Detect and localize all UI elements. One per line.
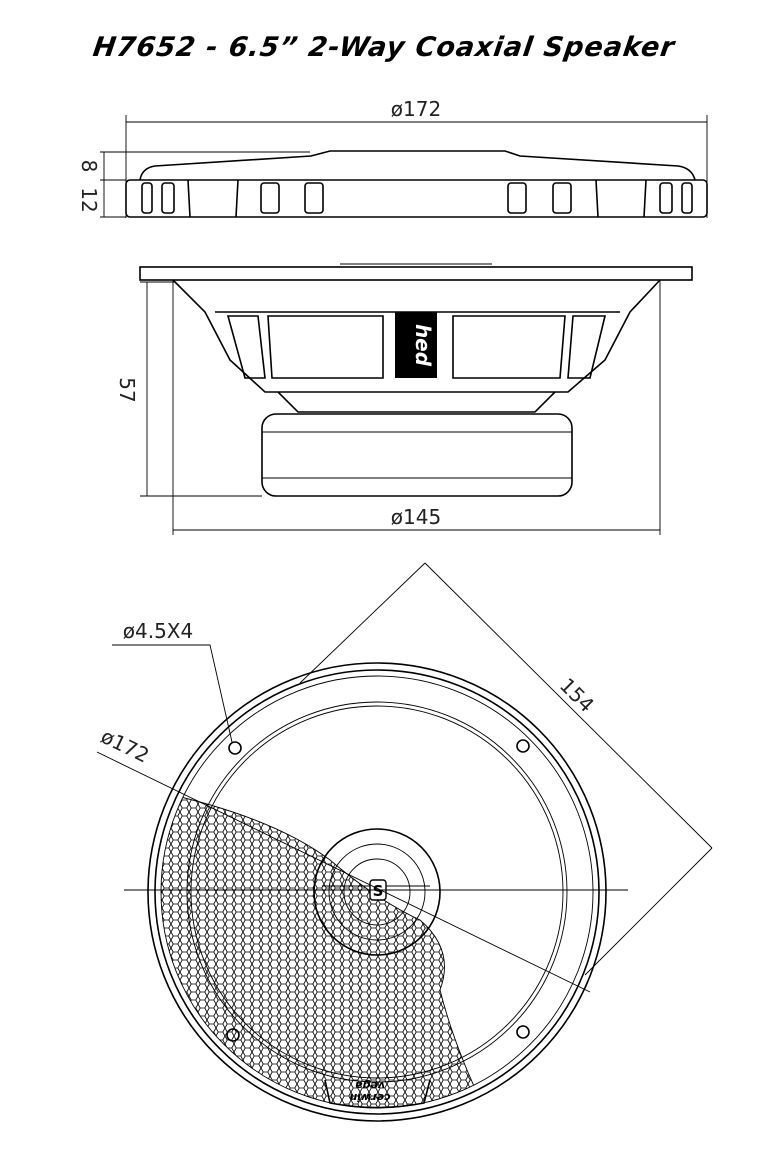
svg-text:S: S (373, 882, 384, 900)
hed-badge (395, 312, 437, 378)
front-diameter-label: ø172 (97, 724, 153, 768)
hole-label: ø4.5X4 (123, 619, 193, 643)
grille-mesh (161, 789, 491, 1108)
hole-spacing-label: 154 (555, 673, 599, 717)
side-depth-label: 57 (115, 377, 139, 402)
front-view: S cerwin vega 154 ø172 ø4.5X4 (96, 562, 713, 1122)
top-height-upper-label: 8 (77, 160, 101, 173)
side-diameter-label: ø145 (391, 505, 441, 529)
mounting-holes (226, 739, 530, 1042)
top-view: ø172 8 12 (77, 97, 708, 218)
logo-cerwin: cerwin (349, 1091, 390, 1104)
top-diameter-label: ø172 (391, 97, 441, 121)
side-view: hed 57 ø145 (115, 263, 693, 535)
hed-badge-text: hed (411, 324, 435, 367)
top-height-lower-label: 12 (77, 187, 101, 212)
logo-vega: vega (355, 1079, 385, 1092)
